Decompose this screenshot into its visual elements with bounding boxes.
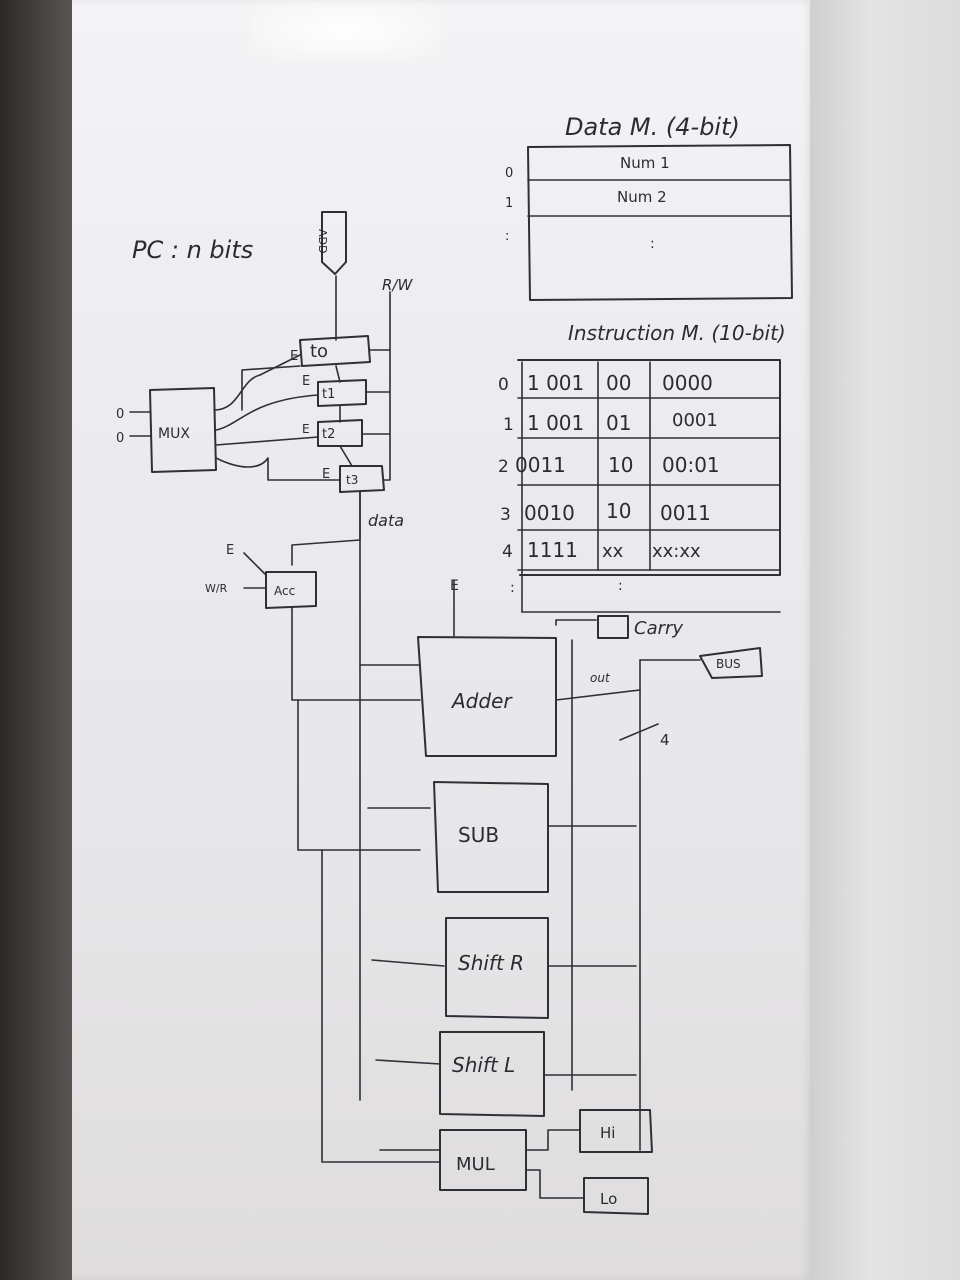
acc-label: Acc [274, 584, 295, 598]
acc-box [265, 571, 317, 609]
shift-r-unit [445, 917, 549, 1019]
instruction-opcode: 1111 [527, 538, 578, 562]
instruction-row-1: 1 1 001 01 0001 [503, 410, 718, 435]
wall-left [0, 0, 78, 1280]
data-memory-value-2: : [650, 236, 655, 252]
adder-enable: E [450, 578, 459, 594]
data-memory-addr-0: 0 [505, 166, 513, 181]
output-wiring [543, 639, 701, 1151]
instruction-addr: 3 [500, 505, 511, 525]
shift-l-unit [439, 1031, 545, 1117]
acc-enable: E [226, 543, 234, 558]
pc-box-label: ADD [316, 229, 329, 253]
register-t0-enable: E [290, 349, 298, 364]
instruction-opcode: 0010 [524, 501, 575, 525]
instruction-addr: : [510, 580, 515, 596]
instruction-opcode: 0011 [515, 453, 566, 477]
sub-label: SUB [458, 823, 499, 847]
instruction-reg: 10 [606, 499, 631, 523]
hi-register [525, 1109, 653, 1153]
sub-unit [433, 781, 549, 893]
register-t3-enable: E [322, 467, 330, 482]
out-label: out [590, 671, 611, 685]
register-t0-label: to [310, 341, 328, 362]
instruction-imm: 0011 [660, 501, 711, 525]
mux-input-1: 0 [116, 431, 124, 446]
register-t3-label: t3 [346, 473, 358, 487]
register-t1-enable: E [302, 374, 310, 389]
mul-unit [439, 1129, 527, 1191]
hi-label: Hi [600, 1124, 615, 1142]
instruction-addr: 0 [498, 375, 509, 395]
acc-control-label: W/R [205, 582, 228, 595]
register-t1 [317, 379, 367, 407]
bus-tag [699, 647, 763, 679]
instruction-imm: 0000 [662, 371, 713, 395]
instruction-imm: 00:01 [662, 453, 720, 477]
data-memory-value-1: Num 2 [617, 188, 667, 206]
instruction-reg: 01 [606, 411, 631, 435]
data-memory-title: Data M. (4-bit) [565, 113, 740, 141]
register-t1-label: t1 [322, 387, 335, 402]
bus-width-label: 4 [660, 731, 670, 749]
instruction-addr: 2 [498, 457, 509, 477]
instruction-opcode: : [618, 578, 623, 594]
instruction-reg: 00 [606, 371, 631, 395]
instruction-opcode: 1 001 [527, 411, 584, 435]
instruction-reg: 10 [608, 453, 633, 477]
adder-label: Adder [450, 689, 513, 713]
carry-label: Carry [634, 618, 683, 639]
light-glare [250, 0, 440, 60]
mux-input-0: 0 [116, 407, 124, 422]
instruction-memory-table [517, 359, 781, 613]
pc-label: PC : n bits [132, 236, 253, 264]
wall-right [810, 0, 960, 1280]
shift-r-label: Shift R [458, 951, 524, 975]
instruction-opcode: 1 001 [527, 371, 584, 395]
register-t2-label: t2 [322, 427, 335, 442]
instruction-imm: xx:xx [652, 541, 701, 562]
instruction-imm: 0001 [672, 410, 718, 431]
mux-box [129, 387, 217, 473]
instruction-row-0: 0 1 001 00 0000 [498, 371, 713, 395]
data-label: data [368, 511, 404, 530]
instruction-row-5: : : [510, 578, 623, 596]
instruction-memory-title: Instruction M. (10-bit) [568, 321, 786, 345]
instruction-row-4: 4 1111 xx xx:xx [502, 538, 701, 562]
lo-label: Lo [600, 1190, 617, 1208]
rw-label: R/W [382, 276, 413, 294]
mul-label: MUL [456, 1154, 495, 1175]
register-wiring [213, 275, 391, 1101]
carry-box [555, 615, 629, 639]
instruction-reg: xx [602, 541, 624, 562]
whiteboard [72, 0, 814, 1280]
bus-label: BUS [716, 657, 741, 671]
data-memory-value-0: Num 1 [620, 154, 670, 172]
mux-label: MUX [158, 426, 190, 442]
register-t0 [299, 335, 371, 367]
shift-l-label: Shift L [452, 1053, 515, 1077]
register-t2-enable: E [302, 422, 310, 436]
register-t3 [339, 465, 385, 493]
instruction-addr: 4 [502, 542, 513, 562]
adder-unit [417, 579, 557, 757]
data-memory-table [527, 144, 793, 301]
lo-register [525, 1169, 649, 1215]
instruction-row-3: 3 0010 10 0011 [500, 499, 711, 525]
data-memory-addr-2: : [505, 229, 509, 244]
data-memory-addr-1: 1 [505, 196, 513, 211]
register-t2 [317, 419, 363, 447]
instruction-addr: 1 [503, 415, 514, 435]
instruction-row-2: 2 0011 10 00:01 [498, 453, 720, 477]
acc-wiring [243, 552, 445, 1163]
pc-add-box [321, 211, 347, 275]
